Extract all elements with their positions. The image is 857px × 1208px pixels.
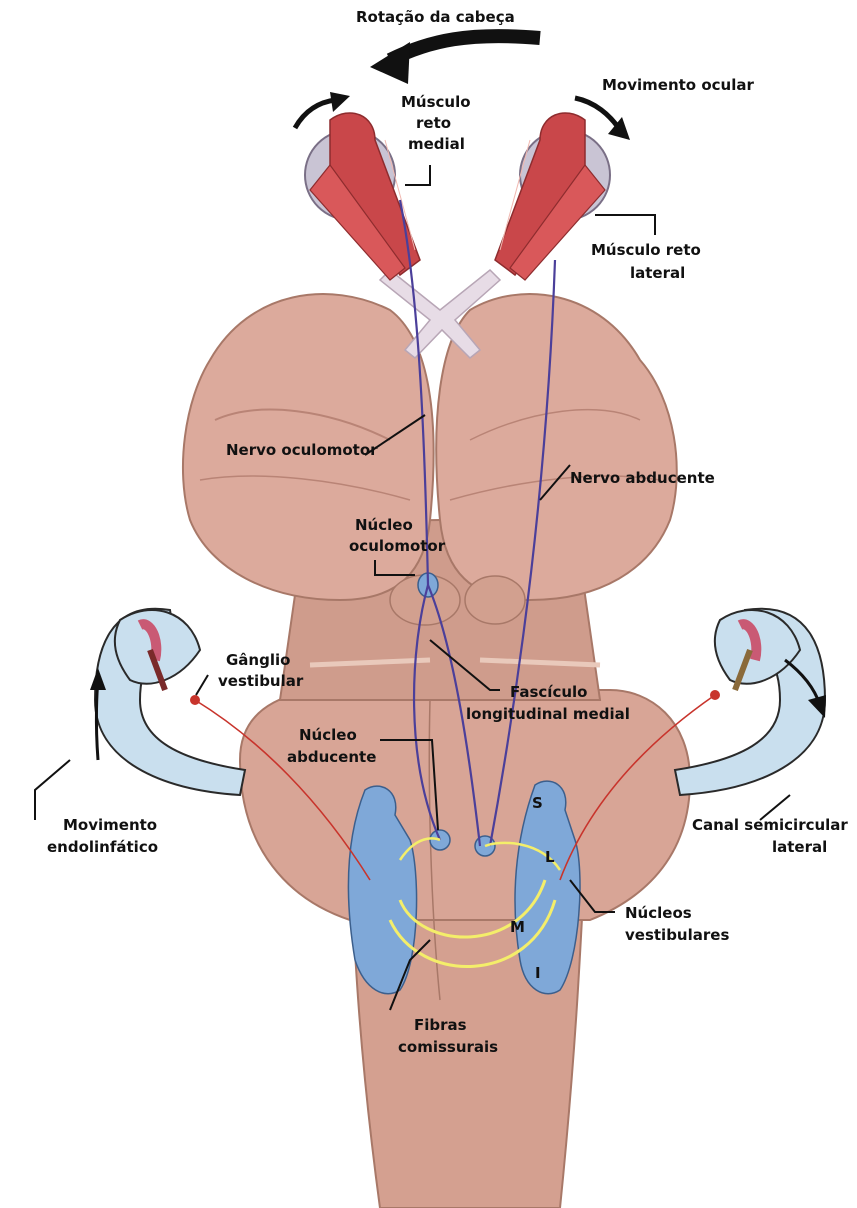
label-mlf-2: longitudinal medial — [466, 705, 630, 723]
label-lateral-rectus-1: Músculo reto — [591, 241, 701, 259]
head-rotation-arrow — [370, 36, 540, 84]
left-semicircular-canal — [95, 609, 245, 795]
label-semicircular-1: Canal semicircular — [692, 816, 848, 834]
leader-medial-rectus — [405, 165, 430, 185]
label-oculomotor-nerve: Nervo oculomotor — [226, 441, 378, 459]
label-vestibular-nuclei-2: vestibulares — [625, 926, 729, 944]
label-semicircular-2: lateral — [772, 838, 827, 856]
label-commissural-2: comissurais — [398, 1038, 498, 1056]
label-head-rotation: Rotação da cabeça — [356, 8, 515, 26]
left-eye — [305, 113, 420, 280]
label-endolymph-2: endolinfático — [47, 838, 158, 856]
label-medial-rectus-2: reto — [416, 114, 451, 132]
label-oculomotor-nucleus-2: oculomotor — [349, 537, 446, 555]
label-vestibular-nuclei-1: Núcleos — [625, 904, 692, 922]
nucleus-letter-l: L — [545, 848, 555, 866]
label-vestibular-ganglion-2: vestibular — [218, 672, 304, 690]
label-medial-rectus-3: medial — [408, 135, 465, 153]
label-mlf-1: Fascículo — [510, 683, 587, 701]
label-commissural-1: Fibras — [414, 1016, 467, 1034]
label-endolymph-1: Movimento — [63, 816, 157, 834]
label-lateral-rectus-2: lateral — [630, 264, 685, 282]
label-eye-movement: Movimento ocular — [602, 76, 754, 94]
leader-ganglion — [196, 675, 208, 695]
label-abducens-nucleus-2: abducente — [287, 748, 376, 766]
label-abducens-nucleus-1: Núcleo — [299, 726, 357, 744]
label-vestibular-ganglion-1: Gânglio — [226, 651, 290, 669]
label-medial-rectus-1: Músculo — [401, 93, 471, 111]
brainstem — [183, 294, 690, 1208]
label-oculomotor-nucleus-1: Núcleo — [355, 516, 413, 534]
leader-lateral-rectus — [595, 215, 655, 235]
leader-endolymph — [35, 760, 70, 820]
label-abducens-nerve: Nervo abducente — [570, 469, 715, 487]
nucleus-letter-i: I — [535, 964, 541, 982]
nucleus-letter-m: M — [510, 918, 525, 936]
right-semicircular-canal — [675, 609, 825, 795]
nucleus-letter-s: S — [532, 794, 543, 812]
